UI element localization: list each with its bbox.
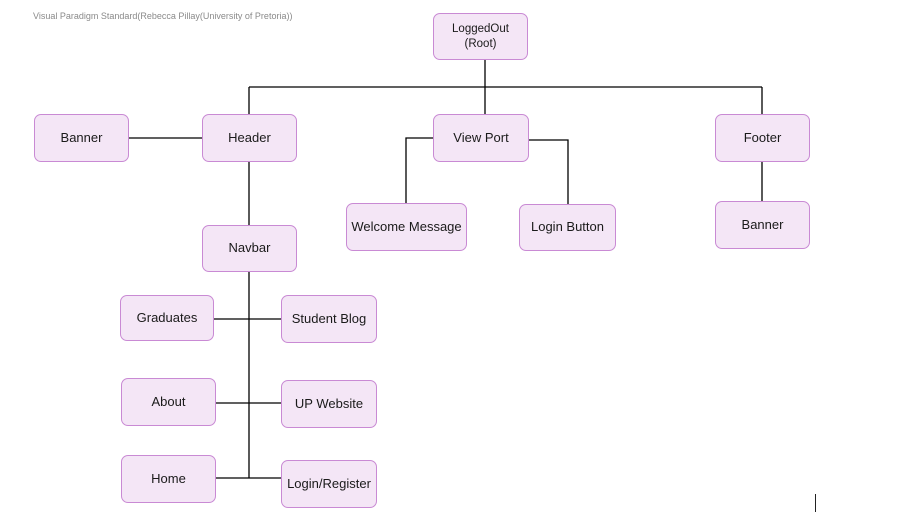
node-header[interactable]: Header [202,114,297,162]
node-footer[interactable]: Footer [715,114,810,162]
node-home[interactable]: Home [121,455,216,503]
node-welcome-message[interactable]: Welcome Message [346,203,467,251]
node-banner-left[interactable]: Banner [34,114,129,162]
connector-viewport-welcome [405,137,433,203]
node-student-blog[interactable]: Student Blog [281,295,377,343]
node-root-subtitle: (Root) [464,37,497,50]
node-login-button[interactable]: Login Button [519,204,616,251]
node-view-port[interactable]: View Port [433,114,529,162]
node-login-register[interactable]: Login/Register [281,460,377,508]
node-graduates[interactable]: Graduates [120,295,214,341]
node-banner-right[interactable]: Banner [715,201,810,249]
connector-viewport-login [529,139,569,204]
text-cursor [815,494,816,512]
watermark-text: Visual Paradigm Standard(Rebecca Pillay(… [33,11,293,21]
node-root-title: LoggedOut [452,23,509,36]
node-up-website[interactable]: UP Website [281,380,377,428]
node-about[interactable]: About [121,378,216,426]
node-navbar[interactable]: Navbar [202,225,297,272]
node-loggedout-root[interactable]: LoggedOut (Root) [433,13,528,60]
